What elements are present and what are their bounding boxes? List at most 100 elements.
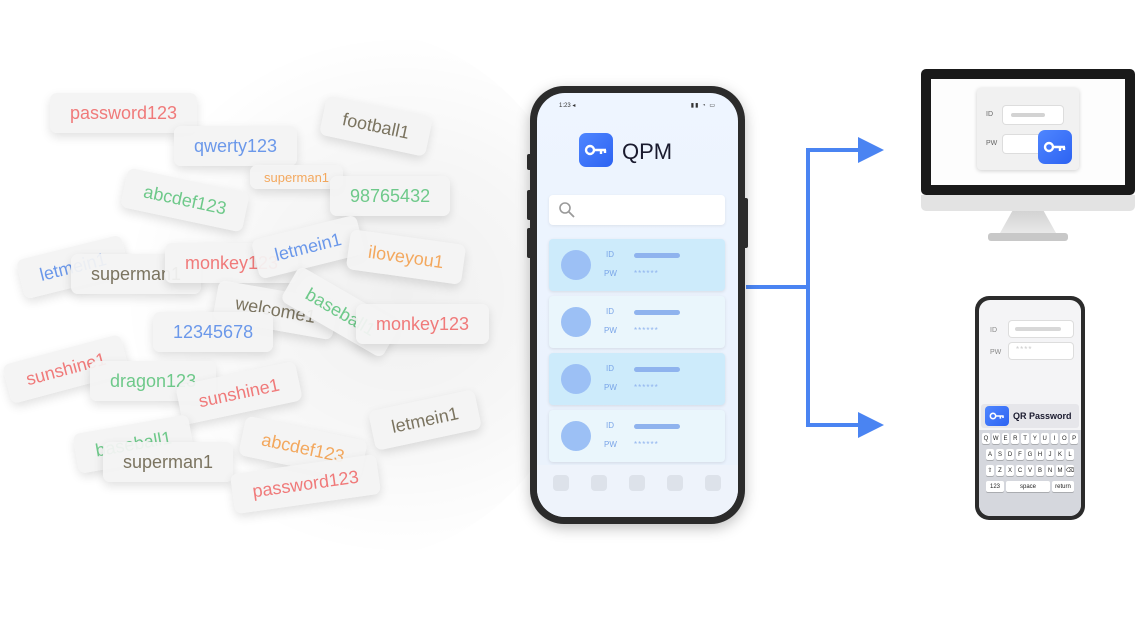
pw-mask: ******: [634, 440, 659, 449]
key[interactable]: Z: [996, 465, 1004, 476]
key[interactable]: Y: [1031, 433, 1039, 444]
password-chip: 12345678: [153, 312, 274, 352]
tab-4[interactable]: [667, 475, 683, 491]
key-space[interactable]: space: [1006, 481, 1050, 492]
avatar: [561, 364, 591, 394]
mobile-pw-mask: ****: [1016, 345, 1033, 354]
mobile-pw-label: PW: [990, 349, 1002, 356]
tab-3[interactable]: [629, 475, 645, 491]
pw-label: PW: [604, 269, 617, 278]
arrow-head-mobile: [858, 412, 884, 438]
key[interactable]: J: [1046, 449, 1054, 460]
key[interactable]: R: [1011, 433, 1020, 444]
key[interactable]: W: [991, 433, 1000, 444]
key-icon: [1043, 141, 1066, 153]
avatar: [561, 307, 591, 337]
desktop-id-label: ID: [986, 111, 993, 118]
desktop-pw-field[interactable]: [1003, 135, 1043, 153]
key[interactable]: E: [1001, 433, 1010, 444]
key-return[interactable]: return: [1052, 481, 1074, 492]
mobile-pw-field[interactable]: ****: [1009, 343, 1073, 359]
monitor-stand: [1000, 211, 1056, 233]
branch-line: [746, 148, 858, 427]
id-value-placeholder: [634, 367, 680, 372]
id-label: ID: [606, 364, 614, 373]
key[interactable]: S: [996, 449, 1004, 460]
qr-key-button[interactable]: [985, 406, 1009, 426]
status-icons: ▮▮ ◔ ▭: [690, 103, 716, 109]
id-value-placeholder: [634, 253, 680, 258]
monitor-chin: [921, 195, 1135, 211]
id-value-placeholder: [634, 424, 680, 429]
key[interactable]: F: [1016, 449, 1024, 460]
key[interactable]: ⇧: [986, 465, 994, 476]
key[interactable]: H: [1036, 449, 1044, 460]
mobile-id-label: ID: [990, 327, 997, 334]
status-time: 1:23 ◂: [559, 103, 576, 109]
key[interactable]: X: [1006, 465, 1014, 476]
key[interactable]: B: [1036, 465, 1044, 476]
desktop-pw-label: PW: [986, 140, 998, 147]
id-value-placeholder: [634, 310, 680, 315]
key[interactable]: C: [1016, 465, 1024, 476]
id-label: ID: [606, 421, 614, 430]
key[interactable]: V: [1026, 465, 1034, 476]
credential-card[interactable]: ID PW ******: [549, 410, 725, 462]
key[interactable]: I: [1050, 433, 1059, 444]
app-title: QPM: [622, 139, 673, 164]
id-label: ID: [606, 250, 614, 259]
phone-volume-down: [527, 228, 532, 258]
qr-password-bar[interactable]: QR Password: [981, 404, 1079, 428]
key[interactable]: O: [1060, 433, 1069, 444]
password-chip: password123: [50, 93, 198, 133]
avatar: [561, 421, 591, 451]
key[interactable]: Q: [982, 433, 990, 444]
desktop-qpm-button[interactable]: [1038, 130, 1072, 164]
pw-mask: ******: [634, 269, 659, 278]
search-input[interactable]: [549, 195, 725, 225]
key-icon: [584, 144, 607, 156]
key[interactable]: N: [1046, 465, 1054, 476]
desktop-id-field[interactable]: [1003, 106, 1063, 124]
key[interactable]: D: [1006, 449, 1014, 460]
search-icon: [559, 202, 575, 218]
tab-1[interactable]: [553, 475, 569, 491]
key[interactable]: A: [986, 449, 994, 460]
tab-2[interactable]: [591, 475, 607, 491]
key-123[interactable]: 123: [986, 481, 1004, 492]
key[interactable]: U: [1040, 433, 1049, 444]
key[interactable]: M: [1056, 465, 1064, 476]
key[interactable]: ⌫: [1066, 465, 1074, 476]
mobile-id-field[interactable]: [1009, 321, 1073, 337]
key-icon: [989, 412, 1004, 420]
key[interactable]: L: [1066, 449, 1074, 460]
password-chip: superman1: [250, 165, 344, 189]
pw-label: PW: [604, 326, 617, 335]
tab-5[interactable]: [705, 475, 721, 491]
phone-mute-button: [527, 154, 532, 170]
key[interactable]: G: [1026, 449, 1034, 460]
password-chip: superman1: [103, 442, 234, 482]
pw-label: PW: [604, 383, 617, 392]
pw-label: PW: [604, 440, 617, 449]
pw-mask: ******: [634, 326, 659, 335]
phone-volume-up: [527, 190, 532, 220]
key[interactable]: P: [1070, 433, 1078, 444]
password-chip: qwerty123: [174, 126, 298, 166]
credential-card[interactable]: ID PW ******: [549, 239, 725, 291]
key[interactable]: K: [1056, 449, 1064, 460]
tab-bar: [537, 465, 738, 517]
qpm-app-icon[interactable]: [579, 133, 613, 167]
qr-password-label: QR Password: [1013, 411, 1072, 421]
key[interactable]: T: [1021, 433, 1029, 444]
